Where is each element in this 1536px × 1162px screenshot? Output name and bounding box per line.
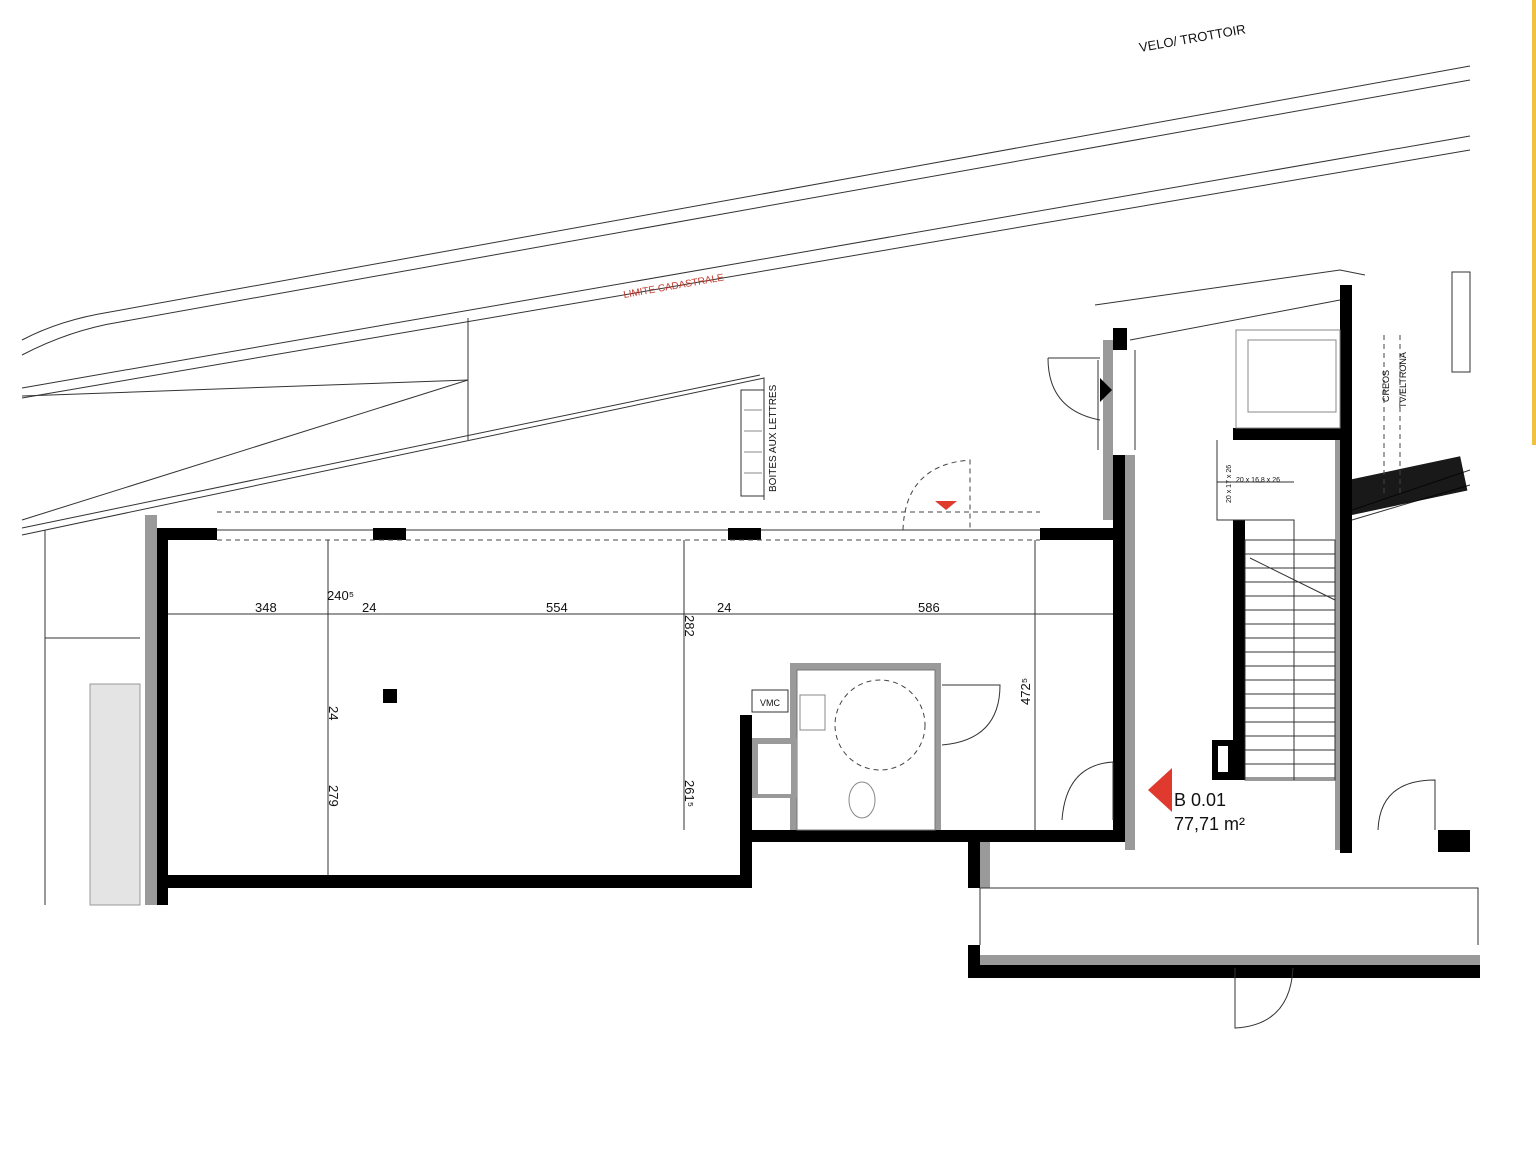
stair-dim-2: 20 x 16,8 x 26 [1236,477,1280,484]
dim-586: 586 [918,600,940,615]
dim-472-5: 472⁵ [1018,678,1033,705]
dim-240-5: 240⁵ [327,588,354,603]
vmc-label: VMC [760,698,781,708]
room-marker-icon [1148,768,1172,812]
dimension-lines [168,540,1113,875]
cadastral-limit-label: LIMITE CADASTRALE [623,272,725,301]
dim-261-5: 261⁵ [682,780,697,807]
dim-24-c: 24 [326,706,341,720]
staircase [1216,440,1336,781]
street-label: VELO/ TROTTOIR [1138,21,1247,55]
mailboxes-label: BOITES AUX LETTRES [768,384,779,492]
elevator [1235,329,1341,429]
tv-eltrona-label: TV/ELTRONA [1398,352,1408,408]
bathroom [751,663,941,831]
windows [217,511,1040,541]
column [383,689,397,703]
mailboxes [740,389,765,497]
dim-24-b: 24 [717,600,731,615]
room-area: 77,71 m² [1174,814,1245,834]
walls [145,285,1480,978]
creos-label: CREOS [1381,370,1391,402]
edge-mark [1532,0,1536,445]
stair-dim-1: 20 x 17 x 26 [1226,465,1233,503]
dim-24-a: 24 [362,600,376,615]
doors [902,350,1479,1029]
dim-279: 279 [326,785,341,807]
entrance-marker-icon [935,501,957,510]
room-id: B 0.01 [1174,790,1226,810]
dim-282: 282 [682,615,697,637]
dim-348: 348 [255,600,277,615]
dim-554: 554 [546,600,568,615]
